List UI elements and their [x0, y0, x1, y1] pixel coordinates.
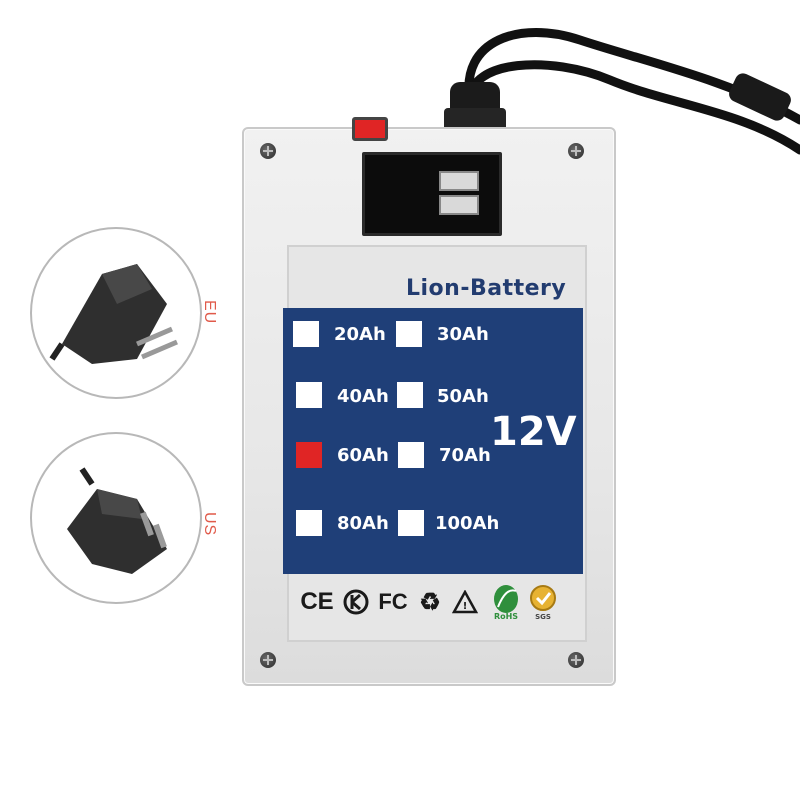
us-adapter-icon	[67, 467, 167, 574]
us-region-label: US	[201, 512, 218, 537]
screw-icon	[568, 652, 584, 668]
capacity-checkbox	[293, 321, 319, 347]
screw-icon	[260, 652, 276, 668]
capacity-label: 40Ah	[337, 386, 389, 407]
screw-icon	[260, 143, 276, 159]
eu-adapter-circle	[30, 227, 202, 399]
kc-mark-icon	[341, 582, 371, 622]
capacity-checkbox	[296, 382, 322, 408]
capacity-panel	[283, 308, 583, 574]
svg-text:SGS: SGS	[535, 613, 551, 621]
rohs-icon: RoHS	[489, 582, 523, 622]
capacity-label: 30Ah	[437, 324, 489, 345]
sgs-icon: SGS	[527, 582, 559, 622]
brand-title: Lion-Battery	[406, 276, 567, 301]
eu-region-label: EU	[201, 300, 218, 325]
power-switch[interactable]	[352, 117, 388, 141]
fc-mark-icon: FC	[378, 589, 408, 614]
capacity-label: 70Ah	[439, 445, 491, 466]
capacity-checkbox	[397, 382, 423, 408]
usb-panel	[362, 152, 502, 236]
capacity-label: 100Ah	[435, 513, 500, 534]
eu-adapter-icon	[49, 264, 178, 364]
usb-port[interactable]	[439, 171, 479, 191]
capacity-checkbox	[296, 510, 322, 536]
capacity-label: 20Ah	[334, 324, 386, 345]
svg-text:!: !	[463, 601, 468, 612]
capacity-checkbox	[398, 442, 424, 468]
capacity-checkbox-checked	[296, 442, 322, 468]
capacity-checkbox	[396, 321, 422, 347]
recycle-icon: ♻	[419, 588, 441, 616]
us-adapter-circle	[30, 432, 202, 604]
dc-cable	[464, 28, 800, 155]
warning-icon: !	[450, 582, 480, 622]
ce-mark-icon: CE	[300, 588, 334, 615]
capacity-label: 80Ah	[337, 513, 389, 534]
capacity-checkbox	[398, 510, 424, 536]
screw-icon	[568, 143, 584, 159]
voltage-label: 12V	[490, 409, 577, 455]
capacity-label: 60Ah	[337, 445, 389, 466]
svg-text:RoHS: RoHS	[494, 612, 518, 621]
capacity-label: 50Ah	[437, 386, 489, 407]
usb-port[interactable]	[439, 195, 479, 215]
